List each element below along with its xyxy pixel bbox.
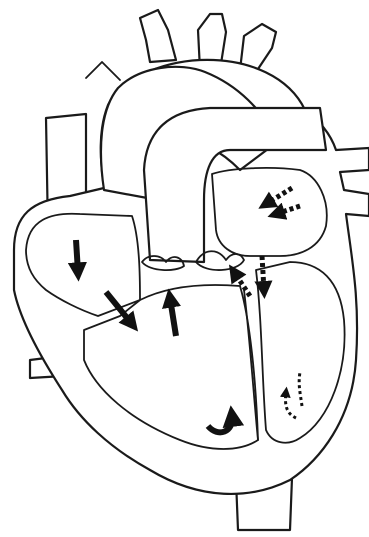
right-atrium-down-arrow	[76, 240, 78, 272]
